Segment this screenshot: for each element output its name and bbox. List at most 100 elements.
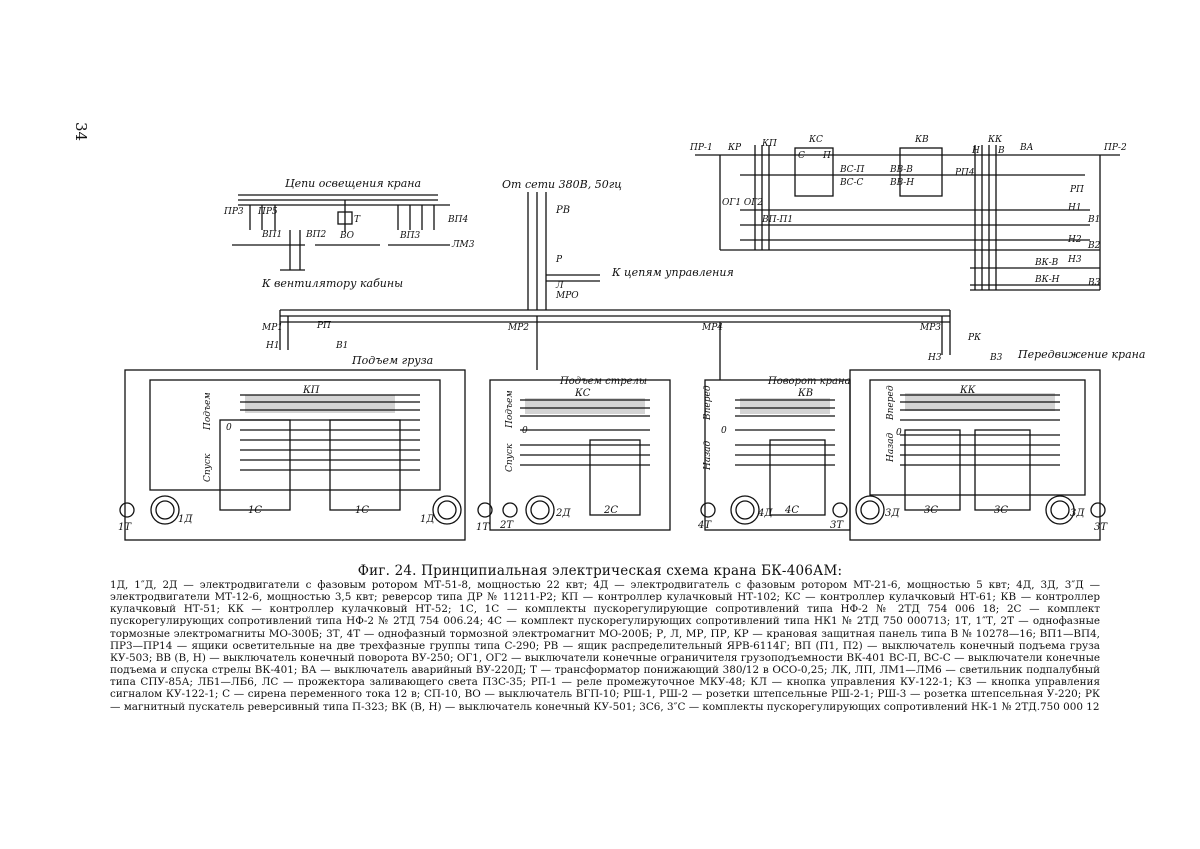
- label-transformer: Т: [354, 215, 361, 225]
- label-h2: Н2: [1067, 235, 1082, 245]
- label-hdr-kv: КВ: [914, 135, 929, 145]
- travel-section: [849, 369, 1101, 541]
- label-resistor-3c: 3С: [924, 505, 938, 516]
- label-slew-forward: Вперед: [703, 385, 713, 421]
- label-power-supply: От сети 380В, 50гц: [502, 178, 622, 191]
- label-resistor-4c: 4С: [784, 505, 799, 516]
- label-hdr-s: С: [798, 151, 805, 161]
- motors: [150, 495, 1075, 525]
- label-boom-title: Подъем стрелы: [559, 376, 647, 387]
- label-vv-n: ВВ-Н: [889, 178, 914, 188]
- label-vp4: ВП4: [447, 215, 468, 225]
- supply-feeder: [279, 192, 951, 380]
- label-resistor-2c: 2С: [603, 505, 618, 516]
- label-travel-title: Передвижение крана: [1017, 348, 1145, 361]
- label-rp4: РП4: [954, 168, 975, 178]
- label-travel-back: Назад: [886, 433, 896, 463]
- label-vo: ВО: [339, 231, 355, 241]
- lighting-circuits: [232, 194, 450, 271]
- label-resistor-1c-2: 1С: [355, 505, 369, 516]
- label-pr2: ПР-2: [1103, 143, 1127, 153]
- label-zero-hoist: 0: [226, 423, 232, 433]
- label-vv-v: ВВ-В: [889, 165, 913, 175]
- label-hdr-n: Н: [971, 146, 980, 156]
- hoist-section: [124, 369, 466, 541]
- figure-legend: 1Д, 1″Д, 2Д — электродвигатели с фазовым…: [110, 579, 1100, 713]
- label-kk: КК: [959, 385, 976, 396]
- label-hdr-v: В: [997, 146, 1005, 156]
- label-b2: В2: [1087, 241, 1101, 251]
- label-brake-3t-2: 3Т: [1094, 522, 1108, 533]
- label-brake-2t: 2Т: [499, 520, 514, 531]
- label-hdr-p: П: [822, 151, 831, 161]
- label-motor-3d: 3Д: [885, 508, 900, 519]
- label-hoist-title: Подъем груза: [351, 354, 433, 367]
- label-vp2: ВП2: [305, 230, 326, 240]
- label-og: ОГ1 ОГ2: [722, 198, 763, 208]
- label-kv: КВ: [797, 388, 813, 399]
- label-motor-1d-2: 1Д: [420, 514, 435, 525]
- label-kp: КП: [302, 385, 320, 396]
- label-vp1: ВП1: [261, 230, 282, 240]
- label-zero-slew: 0: [721, 426, 727, 436]
- figure-caption: Фиг. 24. Принципиальная электрическая сх…: [357, 563, 843, 579]
- label-kr: КР: [727, 143, 742, 153]
- label-hoist-down: Спуск: [203, 453, 213, 482]
- label-hdr-kp: КП: [761, 139, 777, 149]
- label-vp3: ВП3: [399, 231, 420, 241]
- brakes: [119, 502, 1106, 518]
- label-v1: В1: [335, 341, 348, 351]
- label-lm3: ЛМ3: [451, 240, 475, 250]
- crane-wiring-schematic: Цепи освещения крана К вентилятору кабин…: [118, 135, 1145, 541]
- label-to-control: К цепям управления: [611, 266, 734, 279]
- label-rk: РК: [967, 333, 982, 343]
- label-pr5: ПР5: [257, 207, 278, 217]
- controller-contacts: [245, 393, 1055, 414]
- label-va: ВА: [1019, 143, 1034, 153]
- boom-section: [489, 379, 671, 531]
- label-l: Л: [555, 281, 564, 291]
- label-mp2: МР2: [507, 323, 529, 333]
- label-h3: Н3: [1067, 255, 1082, 265]
- label-b3: В3: [1087, 278, 1101, 288]
- label-v3: В3: [989, 353, 1003, 363]
- control-panel: [695, 145, 1120, 291]
- label-slew-back: Назад: [703, 441, 713, 471]
- label-zero-boom: 0: [522, 426, 528, 436]
- label-slew-title: Поворот крана: [767, 376, 851, 387]
- label-vk-n: ВК-Н: [1034, 275, 1060, 285]
- label-boom-down: Спуск: [505, 443, 515, 472]
- label-hdr-kk: КК: [987, 135, 1003, 145]
- label-vp-p1: ВП-П1: [761, 215, 793, 225]
- label-motor-2d: 2Д: [555, 508, 571, 519]
- diagram-labels: Цепи освещения крана К вентилятору кабин…: [118, 135, 1145, 533]
- label-zero-travel: 0: [896, 428, 902, 438]
- label-pr1: ПР-1: [689, 143, 713, 153]
- label-mp4: МР4: [701, 323, 723, 333]
- label-brake-1t-2: 1Т: [476, 522, 490, 533]
- label-resistor-1c: 1С: [248, 505, 262, 516]
- label-rv: РВ: [555, 205, 570, 216]
- label-brake-4t: 4Т: [697, 520, 712, 531]
- slew-section: [704, 379, 851, 531]
- label-vs-p: ВС-П: [839, 165, 865, 175]
- label-vs-s: ВС-С: [839, 178, 864, 188]
- label-brake-3t: 3Т: [830, 520, 844, 531]
- label-motor-1d: 1Д: [178, 514, 193, 525]
- label-rp: РП: [316, 321, 331, 331]
- label-pr3: ПР3: [223, 207, 244, 217]
- label-motor-3d-2: 3Д: [1070, 508, 1085, 519]
- label-motor-4d: 4Д: [757, 508, 773, 519]
- label-h1: Н1: [1067, 203, 1082, 213]
- label-brake-1t: 1Т: [118, 522, 132, 533]
- label-n3: Н3: [927, 353, 942, 363]
- label-hoist-up: Подъем: [203, 392, 213, 431]
- label-ks: КС: [574, 388, 591, 399]
- label-vk-v: ВК-В: [1034, 258, 1059, 268]
- label-lighting-title: Цепи освещения крана: [285, 177, 421, 190]
- label-mp1: МР1: [261, 323, 283, 333]
- label-resistor-3c-2: 3С: [994, 505, 1008, 516]
- label-hdr-ks: КС: [808, 135, 823, 145]
- label-mpo: МРО: [555, 291, 579, 301]
